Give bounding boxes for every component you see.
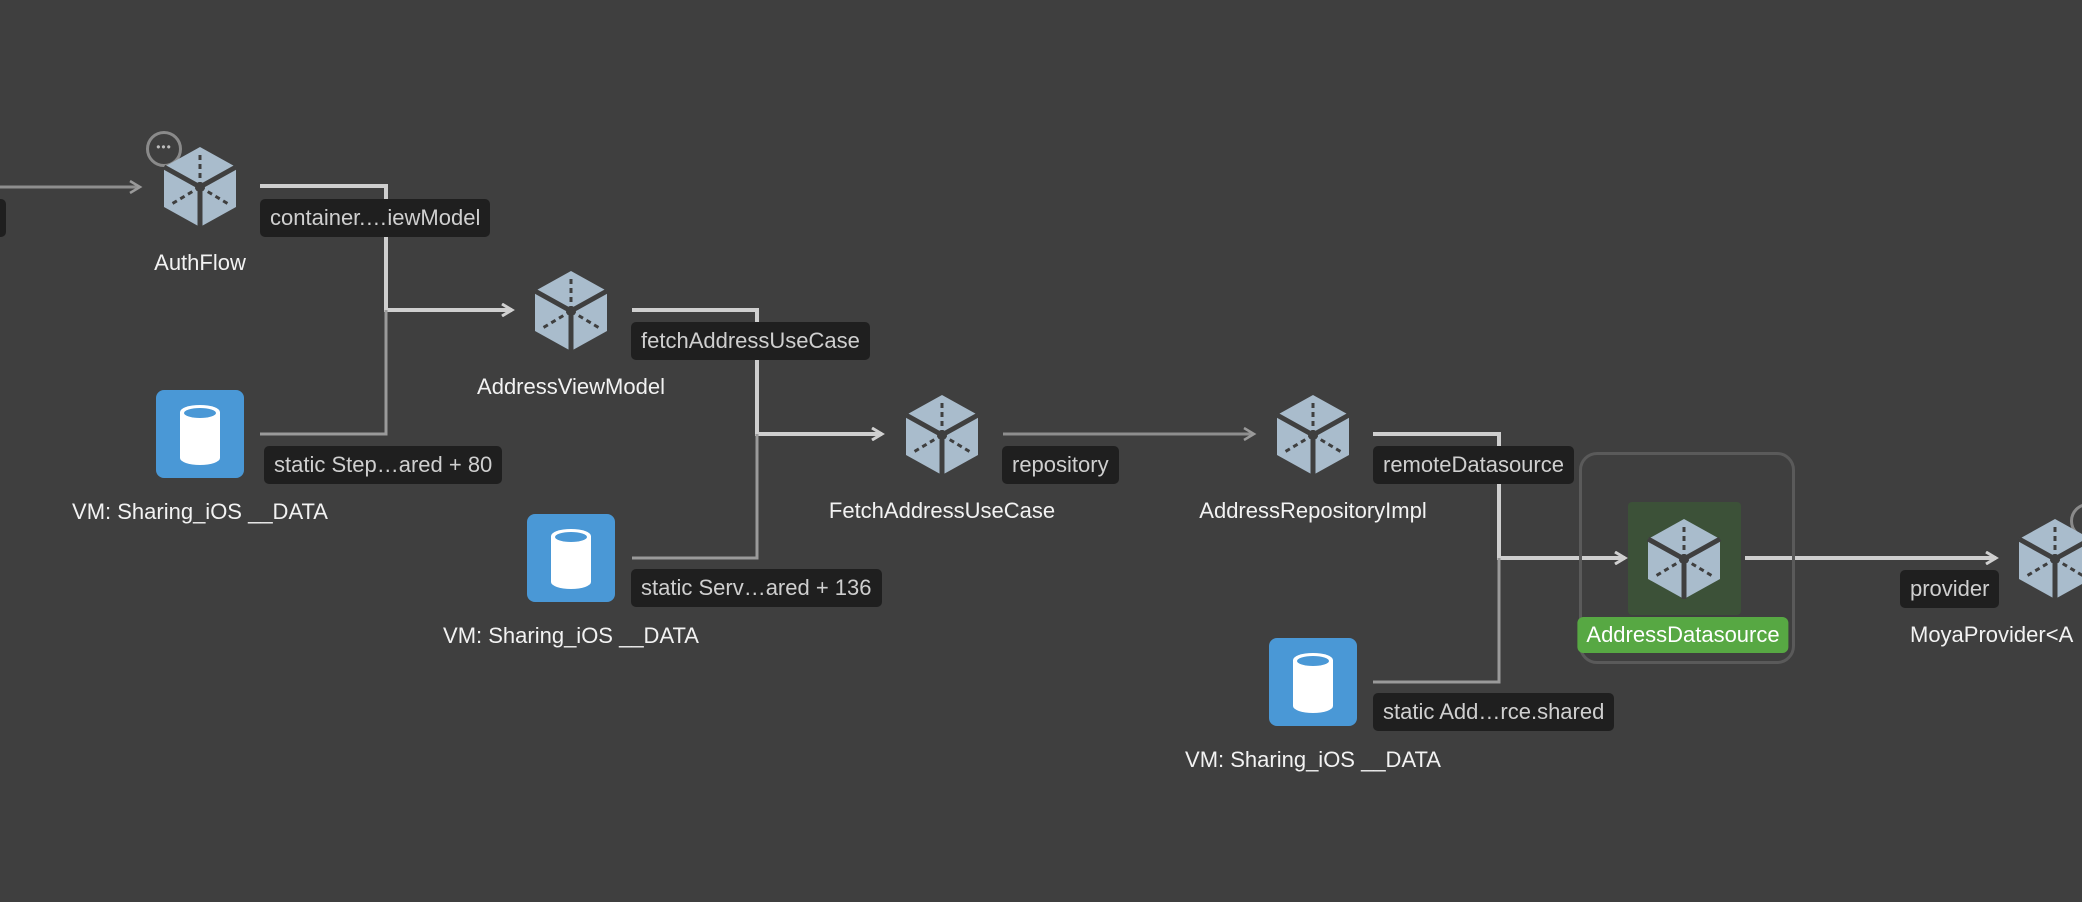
edge-label-provider[interactable]: provider: [1900, 570, 2000, 608]
edge-label-static-add-shared[interactable]: static Add…rce.shared: [1373, 693, 1615, 731]
vm-region-node[interactable]: [1269, 638, 1357, 726]
object-cube-icon[interactable]: [156, 143, 244, 231]
edge-label-offscreen[interactable]: [0, 199, 6, 237]
edge-label-fetchaddressusecase[interactable]: fetchAddressUseCase: [631, 322, 870, 360]
object-cube-icon[interactable]: [1269, 391, 1357, 479]
node-title-addressviewmodel[interactable]: AddressViewModel: [477, 374, 665, 399]
node-title-authflow[interactable]: AuthFlow: [154, 250, 246, 275]
database-icon: [551, 529, 591, 589]
vm-region-node[interactable]: [156, 390, 244, 478]
edge-label-repository[interactable]: repository: [1002, 446, 1119, 484]
database-icon: [180, 405, 220, 465]
more-options-button[interactable]: •••: [146, 131, 182, 167]
edge-addressviewmodel-fetchaddressusecase: [632, 308, 882, 434]
object-cube-icon[interactable]: [1640, 515, 1728, 603]
edge-label-container-viewmodel[interactable]: container.…iewModel: [260, 199, 491, 237]
object-cube-icon[interactable]: [527, 267, 615, 355]
node-title-fetchaddressusecase[interactable]: FetchAddressUseCase: [828, 498, 1056, 523]
node-title-moyaprovider[interactable]: MoyaProvider<A: [1910, 622, 2074, 647]
node-title-vmdata-2[interactable]: VM: Sharing_iOS __DATA: [443, 623, 699, 648]
object-cube-icon[interactable]: [2011, 515, 2082, 603]
edge-label-static-serv-shared[interactable]: static Serv…ared + 136: [631, 569, 882, 607]
node-title-addressrepositoryimpl[interactable]: AddressRepositoryImpl: [1199, 498, 1427, 523]
node-title-addressdatasource[interactable]: AddressDatasource: [1577, 617, 1789, 653]
node-title-vmdata-1[interactable]: VM: Sharing_iOS __DATA: [72, 499, 328, 524]
selection-frame: [1579, 452, 1795, 664]
object-cube-icon[interactable]: [898, 391, 986, 479]
edge-label-remotedatasource[interactable]: remoteDatasource: [1373, 446, 1574, 484]
edge-authflow-addressviewmodel: [260, 184, 512, 310]
edge-vmdata1-addressviewmodel: [260, 310, 388, 436]
vm-region-node[interactable]: [527, 514, 615, 602]
edge-vmdata3-addressdatasource: [1373, 558, 1501, 684]
edge-repository-addressdatasource: [1373, 432, 1625, 558]
database-icon: [1293, 653, 1333, 713]
edge-label-static-step-shared[interactable]: static Step…ared + 80: [264, 446, 503, 484]
node-title-vmdata-3[interactable]: VM: Sharing_iOS __DATA: [1185, 747, 1441, 772]
ellipsis-icon: •••: [156, 140, 172, 154]
edge-vmdata2-fetchaddressusecase: [632, 434, 759, 560]
